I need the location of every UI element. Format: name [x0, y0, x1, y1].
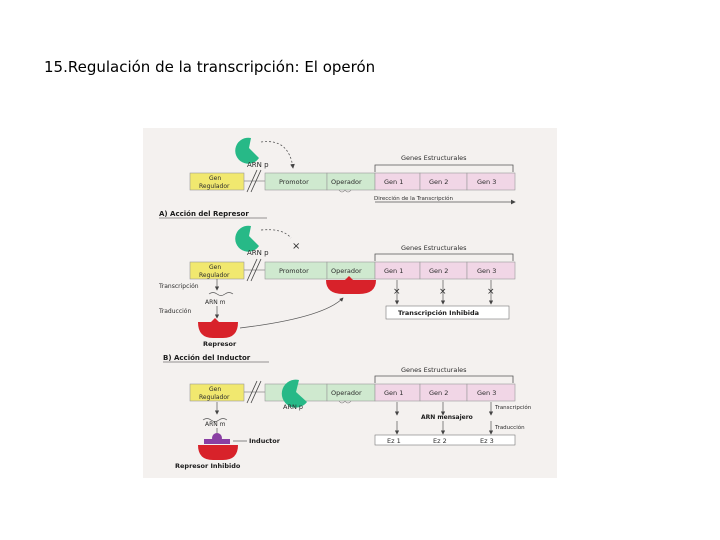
panel-a-heading: A) Acción del Represor — [159, 210, 249, 218]
gen-regulador-line2: Regulador — [199, 272, 230, 279]
dna-break-mark — [246, 380, 258, 404]
genes-header: Genes Estructurales — [401, 154, 467, 162]
dna-break-mark — [250, 258, 262, 282]
gen-1-label: Gen 1 — [384, 267, 403, 275]
dna-break-mark — [246, 258, 258, 282]
dna-break-mark — [250, 380, 262, 404]
enzymes-box — [374, 434, 516, 446]
operon-figure: ARN p Genes Estructurales Gen Regulador … — [143, 128, 557, 478]
promotor-label: Promotor — [279, 178, 309, 186]
promotor-label: Promotor — [279, 267, 309, 275]
transcripcion-inhibida-box — [385, 305, 510, 320]
repressor-notch — [211, 318, 219, 322]
rna-polymerase-icon — [235, 137, 259, 164]
dna-break-mark — [250, 169, 262, 193]
represor-inhibido-label: Represor Inhibido — [175, 462, 241, 470]
gen-regulador-line1: Gen — [209, 264, 221, 271]
traduccion-label: Traducción — [494, 424, 525, 431]
operon-diagram: ARN p Genes Estructurales Gen Regulador … — [158, 137, 532, 470]
gen-3-label: Gen 3 — [477, 267, 496, 275]
direccion-label: Dirección de la Transcripción — [374, 195, 453, 202]
gen-1-label: Gen 1 — [384, 389, 403, 397]
inductor-molecule-icon — [212, 433, 222, 443]
panel-a: A) Acción del Represor ARN p × Genes Est… — [158, 210, 516, 348]
gen-3-label: Gen 3 — [477, 178, 496, 186]
arn-m-label: ARN m — [205, 421, 226, 428]
enzyme-2-label: Ez 2 — [433, 437, 447, 445]
gen-2-label: Gen 2 — [429, 389, 448, 397]
repressor-bound-icon — [326, 280, 376, 294]
enzyme-3-label: Ez 3 — [480, 437, 494, 445]
blocked-x-mark: × — [393, 287, 401, 297]
represor-label: Represor — [203, 340, 237, 348]
transcripcion-label: Transcripción — [494, 404, 532, 411]
traduccion-label: Traducción — [158, 308, 191, 315]
operator-notch — [338, 400, 352, 404]
gen-regulador-line2: Regulador — [199, 183, 230, 190]
dna-break-mark — [246, 169, 258, 193]
gen-regulador-box — [189, 172, 245, 191]
blocked-arrow — [260, 229, 292, 239]
genes-bracket — [374, 253, 514, 261]
slide-title: 15.Regulación de la transcripción: El op… — [44, 58, 376, 76]
gen-regulador-line1: Gen — [209, 386, 221, 393]
transcripcion-label: Transcripción — [158, 283, 199, 290]
genes-header: Genes Estructurales — [401, 366, 467, 374]
repressor-notch — [345, 276, 353, 280]
inductor-label: Inductor — [249, 437, 281, 445]
gen-3-label: Gen 3 — [477, 389, 496, 397]
arn-p-label: ARN p — [247, 161, 269, 169]
blocked-x-mark: × — [487, 287, 495, 297]
operador-label: Operador — [331, 178, 362, 186]
operator-notch — [338, 189, 352, 193]
gen-1-label: Gen 1 — [384, 178, 403, 186]
arn-m-label: ARN m — [205, 299, 226, 306]
gen-3-box — [466, 261, 516, 280]
operador-label: Operador — [331, 267, 362, 275]
panel-top: ARN p Genes Estructurales Gen Regulador … — [189, 137, 516, 205]
genes-header: Genes Estructurales — [401, 244, 467, 252]
enzyme-1-label: Ez 1 — [387, 437, 401, 445]
gen-3-box — [466, 172, 516, 191]
binding-arrow — [260, 141, 295, 169]
arn-mensajero-label: ARN mensajero — [421, 414, 473, 421]
panel-b-heading: B) Acción del Inductor — [163, 354, 251, 362]
transcripcion-inhibida-label: Transcripción Inhibida — [398, 309, 479, 317]
arn-p-label: ARN p — [247, 249, 269, 257]
gen-2-label: Gen 2 — [429, 178, 448, 186]
gen-regulador-line1: Gen — [209, 175, 221, 182]
blocked-x-mark: × — [292, 241, 300, 252]
panel-b: B) Acción del Inductor Genes Estructural… — [163, 354, 532, 470]
genes-bracket — [374, 164, 514, 172]
mrna-strand-icon — [208, 292, 234, 296]
genes-bracket — [374, 375, 514, 383]
operador-label: Operador — [331, 389, 362, 397]
rna-polymerase-bound-icon — [281, 379, 307, 408]
repressor-inhibited-icon — [198, 445, 238, 460]
repressor-free-icon — [198, 322, 238, 338]
gen-regulador-line2: Regulador — [199, 394, 230, 401]
blocked-x-mark: × — [439, 287, 447, 297]
gen-2-label: Gen 2 — [429, 267, 448, 275]
gen-3-box — [466, 383, 516, 402]
gen-regulador-box — [189, 383, 245, 402]
rna-polymerase-icon — [235, 225, 259, 252]
arn-p-label: ARN p — [283, 403, 303, 411]
mrna-strand-icon — [202, 418, 228, 422]
repressor-binding-arrow — [239, 297, 344, 329]
